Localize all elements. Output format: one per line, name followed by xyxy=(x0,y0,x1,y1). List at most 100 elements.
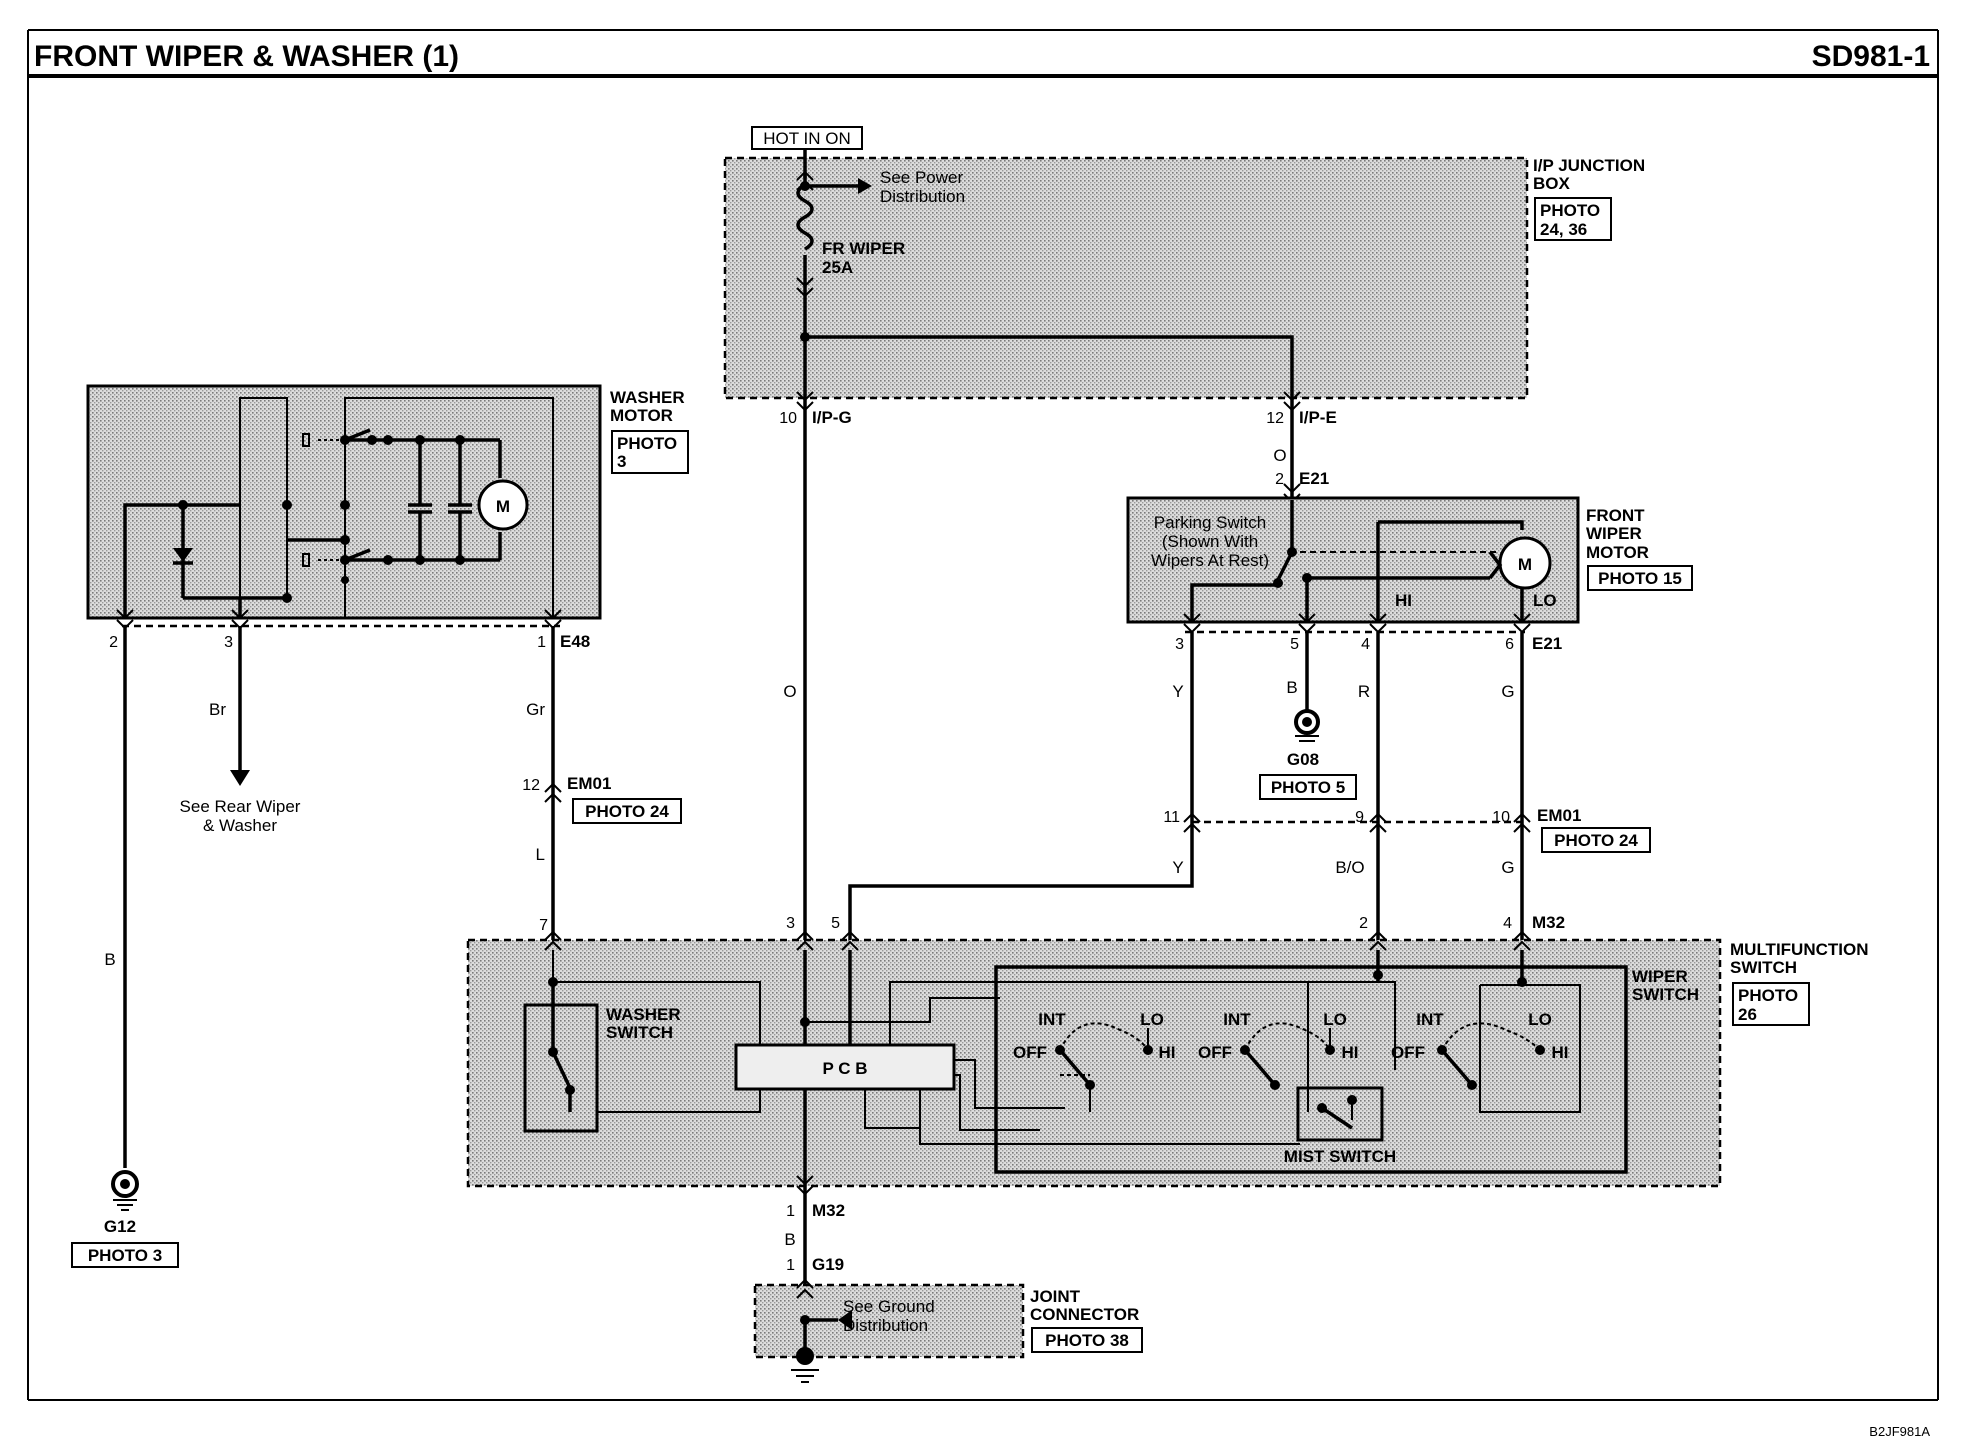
svg-text:6: 6 xyxy=(1505,636,1514,653)
svg-text:PHOTO 24: PHOTO 24 xyxy=(585,802,669,821)
fuse-symbol xyxy=(796,175,814,251)
svg-text:CONNECTOR: CONNECTOR xyxy=(1030,1305,1139,1324)
washer-switch-label: WASHER xyxy=(606,1005,681,1024)
svg-text:LO: LO xyxy=(1323,1010,1347,1029)
svg-text:3: 3 xyxy=(786,915,795,932)
e21-bottom-connector: E21 xyxy=(1532,634,1562,653)
diagram-code: SD981-1 xyxy=(1812,40,1930,73)
svg-text:11: 11 xyxy=(1163,809,1180,826)
svg-text:1: 1 xyxy=(786,1203,795,1220)
svg-text:Distribution: Distribution xyxy=(843,1316,928,1335)
svg-text:See Ground: See Ground xyxy=(843,1297,935,1316)
svg-text:PHOTO 5: PHOTO 5 xyxy=(1271,778,1345,797)
svg-text:Wipers At Rest): Wipers At Rest) xyxy=(1151,551,1269,570)
svg-text:2: 2 xyxy=(1275,471,1284,488)
mist-switch-box xyxy=(1296,1086,1384,1142)
svg-text:3: 3 xyxy=(224,634,233,651)
svg-text:PHOTO: PHOTO xyxy=(617,434,677,453)
arrow-left-icon xyxy=(838,1310,852,1330)
ip-g-connector: I/P-G xyxy=(812,408,852,427)
svg-text:SWITCH: SWITCH xyxy=(1632,985,1699,1004)
svg-text:B/O: B/O xyxy=(1335,858,1364,877)
svg-text:12: 12 xyxy=(1266,410,1284,427)
svg-text:G: G xyxy=(1501,858,1514,877)
arrow-down-icon xyxy=(230,770,250,786)
svg-text:R: R xyxy=(1358,682,1370,701)
wiper-switch-box xyxy=(994,965,1628,1174)
svg-text:OFF: OFF xyxy=(1198,1043,1232,1062)
svg-text:7: 7 xyxy=(539,917,548,934)
svg-text:O: O xyxy=(1273,446,1286,465)
svg-text:5: 5 xyxy=(831,915,840,932)
footer-ref: B2JF981A xyxy=(1869,1424,1930,1439)
svg-text:3: 3 xyxy=(617,452,626,471)
junction-box-label: I/P JUNCTION xyxy=(1533,156,1645,175)
ground-g12-label: G12 xyxy=(104,1217,136,1236)
diode-icon xyxy=(173,548,193,562)
svg-text:Distribution: Distribution xyxy=(880,187,965,206)
svg-text:B: B xyxy=(104,950,115,969)
wiper-switch-section-1: INT LO OFF HI xyxy=(1013,1010,1176,1112)
washer-switch-box xyxy=(523,1003,599,1133)
g19-connector: G19 xyxy=(812,1255,844,1274)
ground-icon xyxy=(796,1347,814,1365)
header: FRONT WIPER & WASHER (1) SD981-1 xyxy=(27,29,1939,1401)
rear-wiper-ref: See Rear Wiper xyxy=(180,797,301,816)
svg-text:Br: Br xyxy=(209,700,226,719)
wiper-switch-label: WIPER xyxy=(1632,967,1688,986)
svg-text:G: G xyxy=(1501,682,1514,701)
svg-text:PHOTO 38: PHOTO 38 xyxy=(1045,1331,1129,1350)
svg-text:O: O xyxy=(783,682,796,701)
arrow-right-icon xyxy=(858,178,872,194)
ground-g08-label: G08 xyxy=(1287,750,1319,769)
svg-text:4: 4 xyxy=(1503,915,1512,932)
svg-text:Gr: Gr xyxy=(526,700,545,719)
svg-text:LO: LO xyxy=(1140,1010,1164,1029)
front-wiper-motor: O 2 E21 Parking Switch (Shown With Wiper… xyxy=(1126,408,1693,653)
svg-text:B: B xyxy=(1286,678,1297,697)
svg-text:HI: HI xyxy=(1159,1043,1176,1062)
svg-text:1: 1 xyxy=(786,1257,795,1274)
multifunction-label: MULTIFUNCTION xyxy=(1730,940,1869,959)
svg-text:12: 12 xyxy=(522,777,540,794)
svg-text:BOX: BOX xyxy=(1533,174,1571,193)
svg-text:See Power: See Power xyxy=(880,168,963,187)
multifunction-switch: 7 3 5 2 4 M32 MULTIFUNCTION SWITCH PHOTO… xyxy=(466,913,1869,1188)
fuse-label: FR WIPER xyxy=(822,239,905,258)
svg-text:5: 5 xyxy=(1290,636,1299,653)
svg-text:PHOTO 15: PHOTO 15 xyxy=(1598,569,1682,588)
pcb-label: P C B xyxy=(822,1059,867,1078)
joint-connector-label: JOINT xyxy=(1030,1287,1081,1306)
svg-text:PHOTO: PHOTO xyxy=(1540,201,1600,220)
svg-text:26: 26 xyxy=(1738,1005,1757,1024)
svg-text:PHOTO 3: PHOTO 3 xyxy=(88,1246,162,1265)
ip-junction-box: HOT IN ON See Power Distribution FR WIPE… xyxy=(723,126,1645,427)
page-title: FRONT WIPER & WASHER (1) xyxy=(34,40,459,73)
wiper-motor-hi: HI xyxy=(1395,591,1412,610)
em01-left-connector: EM01 xyxy=(567,774,611,793)
svg-text:3: 3 xyxy=(1175,636,1184,653)
svg-text:PHOTO 24: PHOTO 24 xyxy=(1554,831,1638,850)
svg-text:9: 9 xyxy=(1355,809,1364,826)
svg-text:WIPER: WIPER xyxy=(1586,524,1642,543)
hot-in-on-label: HOT IN ON xyxy=(763,129,851,148)
svg-text:2: 2 xyxy=(1359,915,1368,932)
parking-switch-label: Parking Switch xyxy=(1154,513,1266,532)
washer-motor: M WASHER MOTOR PHOTO 3 2 3 1 E48 xyxy=(86,384,689,651)
wiper-switch-section-3: INT LO OFF HI xyxy=(1391,1010,1569,1090)
svg-text:10: 10 xyxy=(779,410,797,427)
svg-text:24, 36: 24, 36 xyxy=(1540,220,1587,239)
svg-text:1: 1 xyxy=(537,634,546,651)
svg-text:LO: LO xyxy=(1528,1010,1552,1029)
svg-text:B: B xyxy=(784,1230,795,1249)
svg-text:2: 2 xyxy=(109,634,118,651)
svg-text:INT: INT xyxy=(1416,1010,1444,1029)
svg-text:4: 4 xyxy=(1361,636,1370,653)
e21-top-connector: E21 xyxy=(1299,469,1329,488)
em01-right-connector: EM01 xyxy=(1537,806,1581,825)
ip-e-connector: I/P-E xyxy=(1299,408,1337,427)
joint-connector: 1 M32 B 1 G19 See Ground Distribution JO… xyxy=(753,1175,1143,1383)
e48-connector: E48 xyxy=(560,632,590,651)
mist-switch-label: MIST SWITCH xyxy=(1284,1147,1396,1166)
